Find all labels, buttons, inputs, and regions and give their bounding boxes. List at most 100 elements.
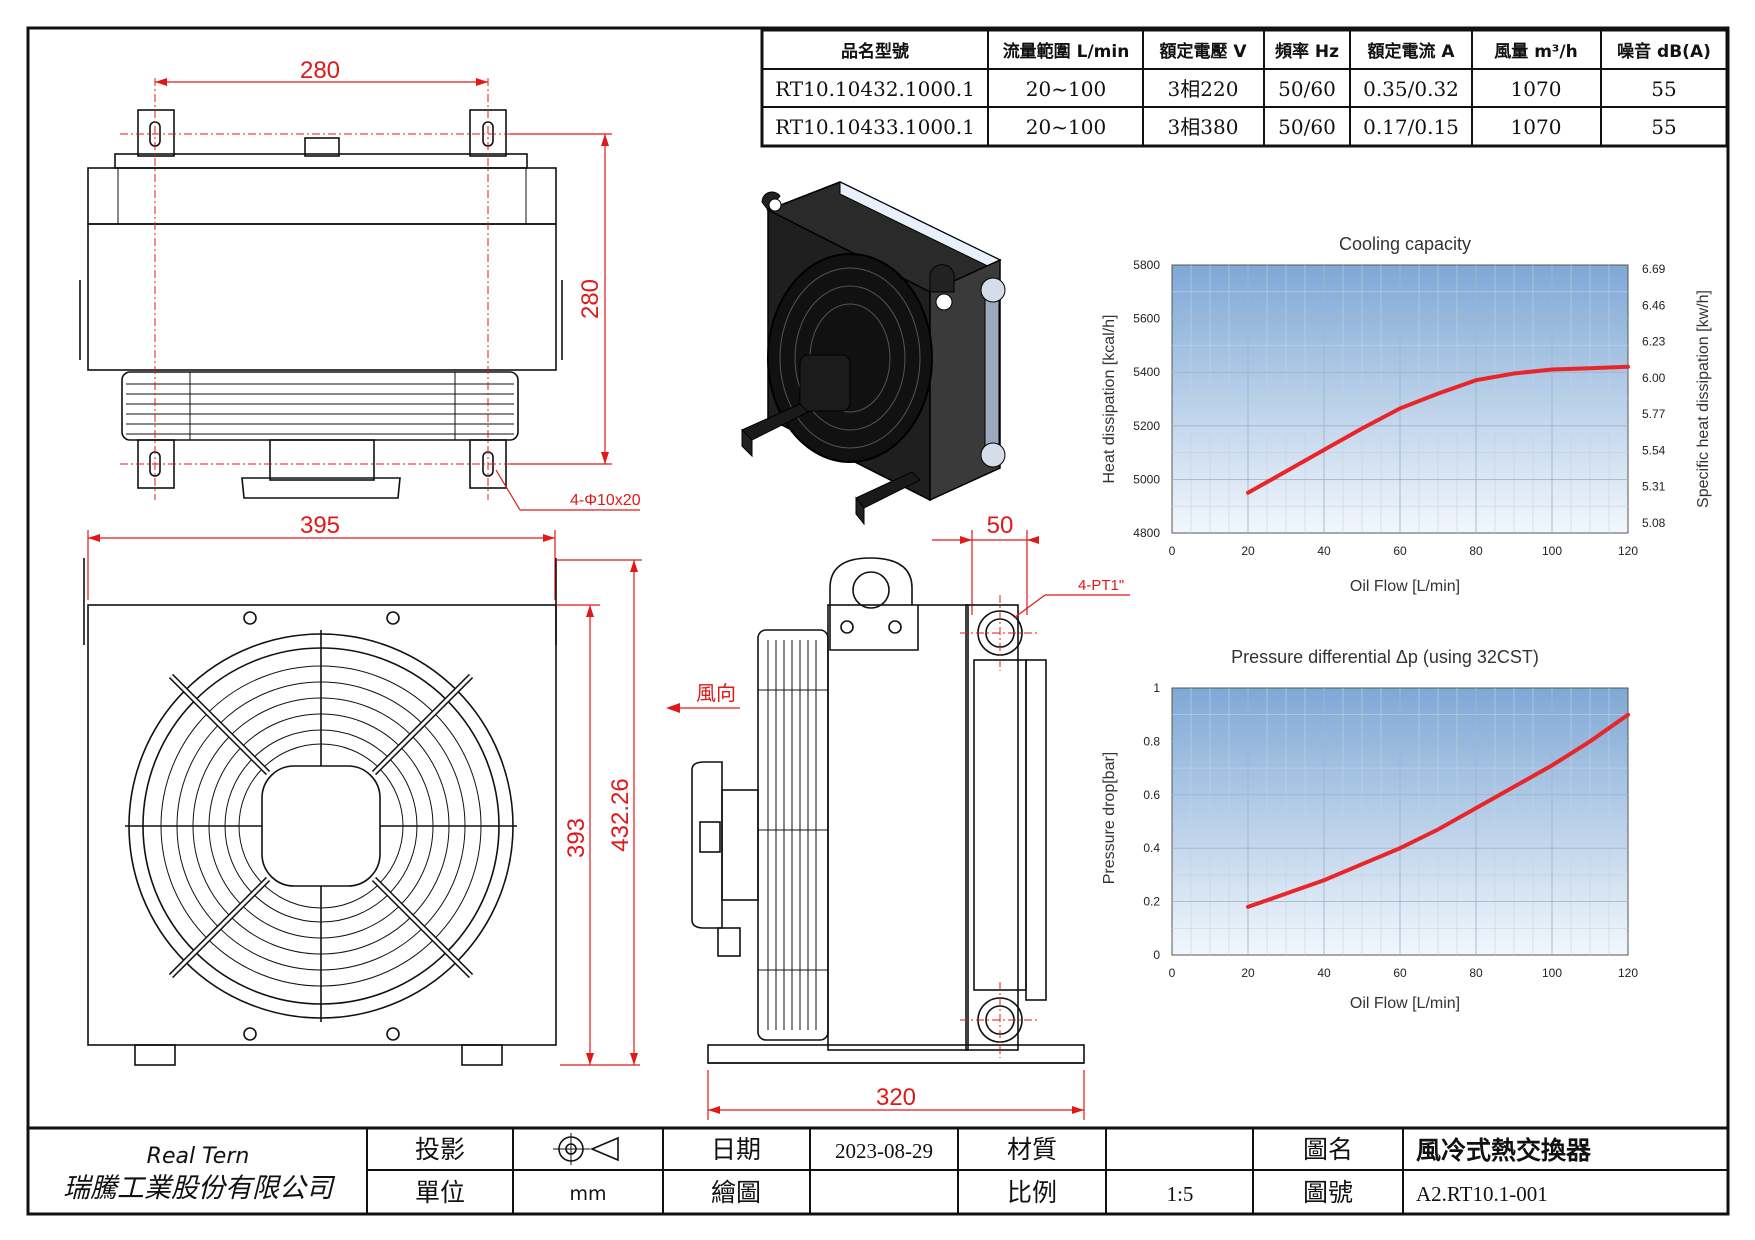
chart-x-tick-label: 60 [1393,544,1407,558]
chart-x-tick-label: 120 [1618,544,1638,558]
chart-y-tick-label: 0 [1153,948,1160,962]
spec-cell: 20~100 [1026,77,1106,101]
spec-cell: 0.35/0.32 [1363,77,1459,101]
spec-cell: RT10.10433.1000.1 [775,115,975,139]
chart-x-tick-label: 60 [1393,966,1407,980]
slot-callout: 4-Φ10x20 [570,492,641,509]
chart-y2-tick-label: 5.77 [1642,407,1666,421]
chart-y-tick-label: 1 [1153,681,1160,695]
company-name-zh: 瑞騰工業股份有限公司 [63,1173,336,1204]
spec-cell: 55 [1651,77,1676,101]
chart-xlabel: Oil Flow [L/min] [1350,995,1460,1012]
chart-y2-tick-label: 6.23 [1642,335,1666,349]
chart-y-tick-label: 0.2 [1143,895,1160,909]
projection-label: 投影 [415,1135,465,1164]
chart-y2-tick-label: 5.08 [1642,516,1666,530]
isometric-view [741,181,1006,526]
chart-x-tick-label: 20 [1241,544,1255,558]
spec-header-model: 品名型號 [841,41,909,62]
company-name-en: Real Tern [147,1144,250,1169]
side-view: 50 4-PT1" [666,512,1130,1120]
unit-value: mm [569,1183,606,1205]
chart-y-tick-label: 5000 [1133,472,1160,486]
dim-front-width: 395 [300,512,340,539]
chart-xlabel: Oil Flow [L/min] [1350,578,1460,595]
dim-top-width: 280 [300,57,340,84]
spec-cell: 55 [1651,115,1676,139]
port-callout: 4-PT1" [1078,577,1124,594]
chart-ylabel: Pressure drop[bar] [1101,752,1118,885]
chart-y-tick-label: 0.4 [1143,841,1160,855]
cooling-capacity-chart: 0 20 40 60 80 100 120 4800 5000 5200 5400 5600 5800… [1101,234,1712,595]
chart-y-tick-label: 5200 [1133,419,1160,433]
drawing-name-label: 圖名 [1303,1135,1353,1164]
spec-cell: 50/60 [1278,77,1336,101]
scale-value: 1:5 [1167,1182,1194,1206]
dim-front-height-outer: 432.26 [607,778,634,851]
dim-base-width: 320 [876,1084,916,1111]
spec-cell: 1070 [1511,115,1562,139]
spec-header-voltage: 額定電壓 V [1158,41,1247,62]
chart-x-tick-label: 100 [1542,544,1562,558]
chart-x-tick-label: 80 [1469,966,1483,980]
spec-header-noise: 噪音 dB(A) [1617,41,1711,62]
chart-y2-tick-label: 5.54 [1642,443,1666,457]
chart-x-tick-label: 40 [1317,544,1331,558]
spec-header-flow: 流量範圍 L/min [1003,41,1130,62]
chart-x-tick-label: 80 [1469,544,1483,558]
dim-front-height-inner: 393 [563,818,590,858]
drawing-number-value: A2.RT10.1-001 [1416,1182,1548,1206]
chart-x-tick-label: 0 [1169,966,1176,980]
chart-series-line [1246,712,1630,909]
airflow-label: 風向 [696,682,736,705]
chart-title: Pressure differential Δp (using 32CST) [1231,647,1539,667]
spec-header-airflow: 風量 m³/h [1494,41,1577,62]
chart-x-tick-label: 40 [1317,966,1331,980]
chart-y-tick-label: 5600 [1133,312,1160,326]
dim-top-height: 280 [577,279,604,319]
material-label: 材質 [1007,1135,1057,1164]
spec-cell: RT10.10432.1000.1 [775,77,975,101]
drawing-name-value: 風冷式熱交換器 [1416,1136,1592,1165]
dim-side-depth: 50 [987,512,1014,539]
chart-x-tick-label: 120 [1618,966,1638,980]
sheet-border [26,26,1730,1216]
front-view: 395 393 [83,512,642,1066]
chart-x-tick-label: 20 [1241,966,1255,980]
spec-cell: 0.17/0.15 [1363,115,1459,139]
spec-cell: 1070 [1511,77,1562,101]
projection-symbol [553,1133,619,1165]
chart-y2-tick-label: 6.00 [1642,371,1666,385]
unit-label: 單位 [415,1178,465,1207]
chart-y-tick-label: 0.8 [1143,734,1160,748]
chart-y-tick-label: 5800 [1133,258,1160,272]
spec-header-frequency: 頻率 Hz [1274,41,1339,62]
pressure-differential-chart: 0 20 40 60 80 100 120 0 0.2 0.4 0.6 0.8 1 Pressure … [1101,647,1638,1012]
chart-y2-tick-label: 5.31 [1642,480,1666,494]
spec-cell: 3相220 [1168,77,1239,101]
title-block: Real Tern 瑞騰工業股份有限公司 投影 單位 mm 日期 2023-08… [28,1126,1728,1214]
spec-cell: 3相380 [1168,115,1239,139]
chart-ylabel: Heat dissipation [kcal/h] [1101,315,1118,484]
chart-x-tick-label: 0 [1169,544,1176,558]
chart-y2-tick-label: 6.69 [1642,262,1666,276]
chart-y-tick-label: 0.6 [1143,788,1160,802]
chart-series-line [1246,364,1630,495]
spec-header-current: 額定電流 A [1366,41,1455,62]
chart-y2label: Specific heat dissipation [kw/h] [1695,290,1712,508]
drawing-number-label: 圖號 [1303,1178,1353,1207]
spec-table: 品名型號 流量範圍 L/min 額定電壓 V 頻率 Hz 額定電流 A 風量 m… [760,28,1729,148]
chart-x-tick-label: 100 [1542,966,1562,980]
date-value: 2023-08-29 [835,1139,933,1163]
date-label: 日期 [711,1135,761,1164]
scale-label: 比例 [1007,1178,1057,1207]
chart-y-tick-label: 5400 [1133,365,1160,379]
spec-cell: 20~100 [1026,115,1106,139]
chart-y2-tick-label: 6.46 [1642,298,1666,312]
chart-title: Cooling capacity [1339,234,1471,254]
top-view: 280 280 4-Φ10x20 [79,57,641,511]
chart-y-tick-label: 4800 [1133,526,1160,540]
spec-cell: 50/60 [1278,115,1336,139]
drawn-label: 繪圖 [711,1178,761,1207]
